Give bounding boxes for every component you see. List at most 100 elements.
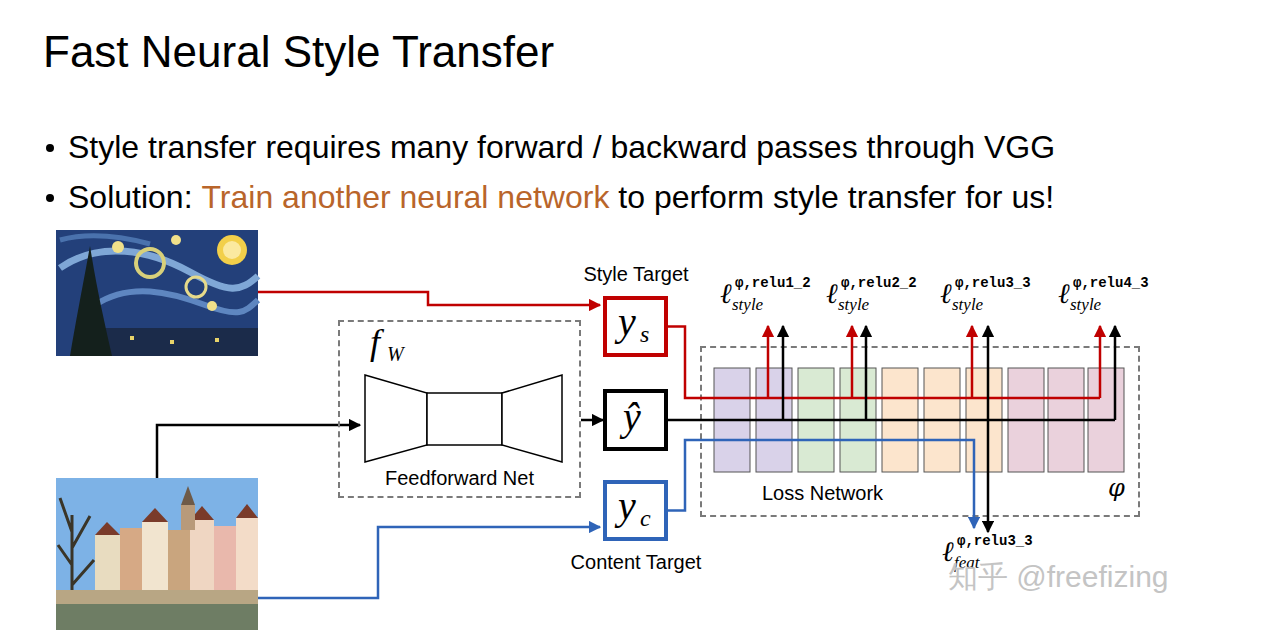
function-subscript: W [387, 344, 404, 364]
photo-building [120, 528, 142, 590]
style-loss-arrow [782, 326, 785, 420]
style-loss-arrow [987, 326, 990, 420]
painted-moon [217, 235, 247, 265]
flow-connector [581, 419, 603, 422]
vgg-layer [882, 368, 918, 472]
bullet-dot [46, 194, 54, 202]
paint-swirl [186, 277, 206, 297]
loss-symbol: ℓ [940, 280, 952, 308]
photo-roof [236, 504, 258, 518]
watermark: 知乎 @freefizing [948, 562, 1169, 592]
photo-building [190, 520, 214, 590]
style-loss-arrow [1099, 326, 1102, 398]
bullet-line: Solution:Train another neural networkto … [68, 177, 1063, 217]
style-loss-arrow [851, 326, 854, 398]
photo-church-spire [181, 486, 195, 505]
vgg-layer [924, 368, 960, 472]
encoder-trapezoid [365, 375, 427, 462]
edge-group [581, 327, 700, 511]
network-caption: Loss Network [740, 483, 905, 503]
vgg-layer [1048, 368, 1084, 472]
output-feature-wire [700, 419, 1115, 422]
function-symbol: f [370, 324, 380, 360]
highlighted-text: Train another neural network [201, 179, 609, 215]
photo-building [236, 518, 258, 590]
vgg-layer [840, 368, 876, 472]
loss-symbol: ℓ [1058, 280, 1070, 308]
vgg-layer [756, 368, 792, 472]
style-loss-arrow [767, 326, 770, 398]
style-input-wire [258, 292, 600, 305]
content-image [56, 478, 258, 630]
vgg-layers [714, 368, 1124, 472]
loss-subscript: style [952, 296, 983, 313]
network-caption: Feedforward Net [340, 468, 579, 488]
painted-moon [223, 241, 241, 259]
flow-connector [668, 327, 700, 399]
slide-title: Fast Neural Style Transfer [43, 26, 554, 78]
feedforward-net-shape [365, 375, 562, 462]
flow-connector [668, 419, 700, 422]
painted-village [105, 328, 258, 356]
variable-symbol: y [618, 302, 636, 342]
painted-window [170, 340, 174, 344]
target-box: ycContent Target [603, 480, 668, 541]
target-caption: Content Target [557, 552, 715, 572]
loss-superscript: φ,relu3_3 [957, 534, 1033, 548]
photo-building [214, 526, 236, 590]
loss-superscript: φ,relu3_3 [955, 276, 1031, 290]
content-input-wire [157, 425, 360, 478]
paint-swirl [95, 291, 258, 312]
bullet-text: to perform style transfer for us! [618, 179, 1054, 215]
output-box: ŷ [603, 389, 668, 451]
style-feature-wire [700, 397, 1100, 400]
loss-symbol: ℓ [720, 280, 732, 308]
bullet-text: Style transfer requires many forward / b… [68, 127, 1055, 167]
vgg-layer [966, 368, 1002, 472]
photo-river [56, 604, 258, 630]
painted-window [215, 338, 219, 342]
target-caption: Style Target [561, 264, 711, 284]
photo-roof [142, 508, 168, 522]
content-feature-wire [700, 440, 974, 528]
photo-church-tower [181, 505, 195, 530]
decoder-trapezoid [502, 375, 562, 462]
painted-star [112, 241, 124, 253]
paint-swirl [136, 249, 164, 277]
painting-sky [56, 230, 258, 356]
photo-building [95, 535, 120, 590]
photo-roof [95, 522, 120, 535]
bullet-dot [46, 144, 54, 152]
style-loss-arrow [865, 326, 868, 420]
loss-subscript: style [838, 296, 869, 313]
loss-superscript: φ,relu1_2 [735, 276, 811, 290]
photo-sky [56, 478, 258, 630]
painted-star [207, 301, 217, 311]
network-symbol: φ [1108, 476, 1125, 500]
feature-loss-arrow [987, 420, 990, 532]
style-loss-arrow [1114, 326, 1117, 420]
content-target-wire [258, 527, 600, 598]
loss-symbol: ℓ [826, 280, 838, 308]
vgg-layer [798, 368, 834, 472]
variable-subscript: c [640, 506, 651, 530]
painted-window [130, 336, 134, 340]
vgg-layer [714, 368, 750, 472]
bullet-text: Solution: [68, 179, 193, 215]
vgg-layer [1088, 368, 1124, 472]
network-box: fW Feedforward Net [338, 320, 581, 498]
variable-subscript: s [640, 322, 649, 346]
painted-cypress [70, 246, 112, 356]
variable-symbol: ŷ [623, 397, 641, 437]
variable-symbol: y [618, 486, 636, 526]
bottleneck-block [427, 393, 502, 445]
photo-building [168, 530, 190, 590]
painted-star [171, 235, 181, 245]
loss-subscript: style [1070, 296, 1101, 313]
loss-network-box: Loss Network φ [700, 346, 1140, 517]
paint-swirl [60, 236, 150, 244]
style-loss-arrow [971, 326, 974, 398]
loss-superscript: φ,relu4_3 [1073, 276, 1149, 290]
